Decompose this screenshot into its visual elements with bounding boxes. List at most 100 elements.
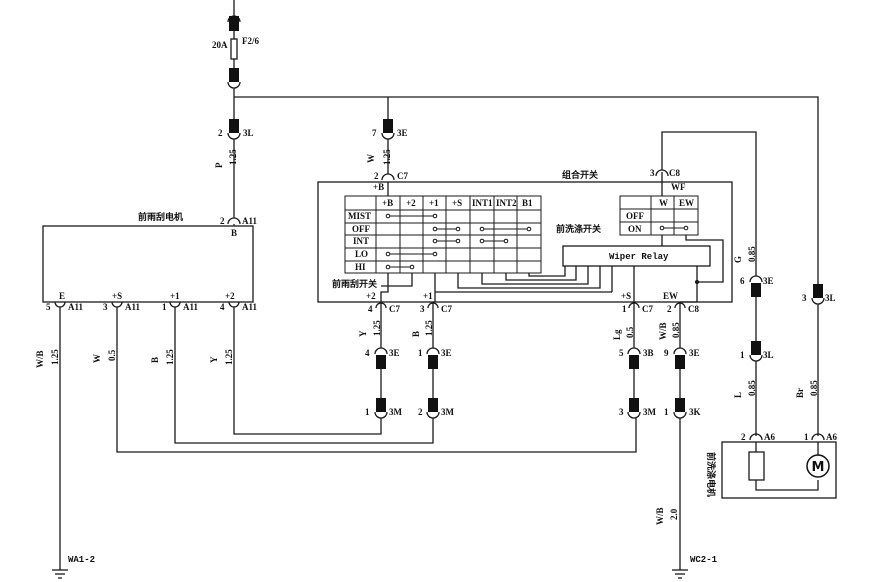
fuse-name: F2/6 (242, 36, 259, 46)
wiper-switch-table: +B +2 +1 +S INT1 INT2 B1 MIST OFF INT LO… (344, 195, 542, 274)
wire-y: Y 1.25 4 3E 1 3M (358, 308, 403, 419)
table-row-header: INT (353, 236, 369, 246)
wiper-relay: Wiper Relay (562, 245, 711, 267)
ground-label: WA1-2 (68, 555, 95, 565)
connector-pin: 2 (667, 304, 672, 314)
connector-id: 3E (441, 348, 452, 358)
washer-motor: M 前洗涤电机 (705, 441, 837, 499)
pin-label: B (231, 228, 237, 238)
connector-id: A11 (242, 302, 258, 312)
wire-g-l: G 0.85 6 3E 1 3L L 0.85 2 A6 (733, 246, 775, 442)
connector-pin: 3 (103, 302, 108, 312)
connector-id: A11 (242, 216, 258, 226)
washer-switch-table: W EW OFF ON (619, 195, 699, 236)
wire-size: 1.25 (382, 149, 392, 165)
wire-size: 0.5 (625, 326, 635, 338)
table-row-header: MIST (348, 211, 371, 221)
pin-label: +1 (170, 291, 180, 301)
resistor-icon (748, 451, 765, 481)
pin-label: +S (112, 291, 122, 301)
pin-label: +2 (366, 291, 376, 301)
wire-color: B (150, 357, 160, 363)
connector-pin: 2 (218, 128, 223, 138)
wire-color: W/B (655, 507, 665, 525)
connector-pin: 3 (619, 407, 624, 417)
wire-color: W/B (658, 322, 668, 340)
connector-pin: 2 (220, 216, 225, 226)
connector-pin: 1 (622, 304, 627, 314)
combination-switch-title: 组合开关 (562, 169, 598, 181)
connector-id: C8 (669, 168, 680, 178)
wire-size: 1.25 (424, 320, 434, 336)
connector-pin: 1 (418, 348, 423, 358)
ground-icon (672, 569, 688, 579)
connector-id: A11 (125, 302, 141, 312)
connector-pin: 4 (368, 304, 373, 314)
connector-id: 3L (825, 293, 836, 303)
table-col-header: B1 (522, 198, 533, 208)
fuse-rating: 20A (212, 40, 228, 50)
table-row-header: HI (355, 262, 366, 272)
pin-label: EW (663, 291, 678, 301)
connector-id: C7 (441, 304, 452, 314)
connector-pin: 6 (740, 276, 745, 286)
connector-id: A6 (764, 432, 775, 442)
connector-pin: 4 (365, 348, 370, 358)
connector-pin: 4 (220, 302, 225, 312)
front-wiper-motor: 前雨刮电机 B E +S +1 +2 (42, 211, 254, 303)
wiper-switch-title: 前雨刮开关 (332, 278, 377, 290)
connector-id: C8 (688, 304, 699, 314)
wire-color: B (411, 331, 421, 337)
wire-size: 1.25 (228, 149, 238, 165)
wire-color: Y (358, 330, 368, 337)
wire-color: W (366, 154, 376, 163)
wire-size: 0.85 (671, 322, 681, 338)
pin-label: +1 (423, 291, 433, 301)
connector-pin: 1 (740, 350, 745, 360)
connector-pin: 1 (664, 407, 669, 417)
washer-switch-title: 前洗涤开关 (556, 223, 601, 235)
table-col-header: +B (382, 198, 393, 208)
motor-title: 前雨刮电机 (138, 211, 183, 223)
wire-color: Lg (612, 329, 622, 340)
wire-color: W/B (35, 350, 45, 368)
connector-id: 3E (389, 348, 400, 358)
motor-symbol: M (812, 460, 825, 475)
wire-size: 0.85 (747, 380, 757, 396)
connector-pin: 2 (741, 432, 746, 442)
connector-id: 3M (389, 407, 403, 417)
connector-id: 3L (243, 128, 254, 138)
connector-id: A6 (826, 432, 837, 442)
connector-id: A11 (183, 302, 199, 312)
wire-br: 3 3L Br 0.85 1 A6 (795, 284, 837, 442)
connector-id: 3B (643, 348, 654, 358)
switch-connectors: 4 C7 3 C7 1 C7 2 C8 (368, 302, 699, 314)
connector-pin: 3 (420, 304, 425, 314)
connector-id: 3M (643, 407, 657, 417)
connector-pin: 9 (664, 348, 669, 358)
ground-label: WC2-1 (690, 555, 718, 565)
motor-connectors: 5 A11 3 A11 1 A11 4 A11 (46, 301, 258, 312)
table-row-header: OFF (626, 211, 644, 221)
relay-label: Wiper Relay (609, 252, 669, 262)
connector-pin: 1 (162, 302, 167, 312)
connector-pin: 2 (418, 407, 423, 417)
connector-id: 3M (441, 407, 455, 417)
table-col-header: EW (679, 198, 694, 208)
table-col-header: +S (452, 198, 462, 208)
table-col-header: INT1 (472, 198, 493, 208)
wire-color: W (92, 354, 102, 363)
wire-color: L (733, 392, 743, 398)
internal-wiring (380, 266, 613, 302)
motor-icon (806, 454, 830, 478)
wire-size: 0.85 (809, 380, 819, 396)
wire-color: Br (795, 388, 805, 398)
table-col-header: +2 (406, 198, 416, 208)
combination-switch: 组合开关 +B 前雨刮开关 前洗涤开关 +2 +1 +S EW (317, 169, 733, 303)
wire-size: 1.25 (224, 349, 234, 365)
pin-label: WF (671, 182, 686, 192)
fuse-icon (230, 38, 238, 60)
wire-size: 0.85 (747, 246, 757, 262)
connector-pin: 1 (365, 407, 370, 417)
